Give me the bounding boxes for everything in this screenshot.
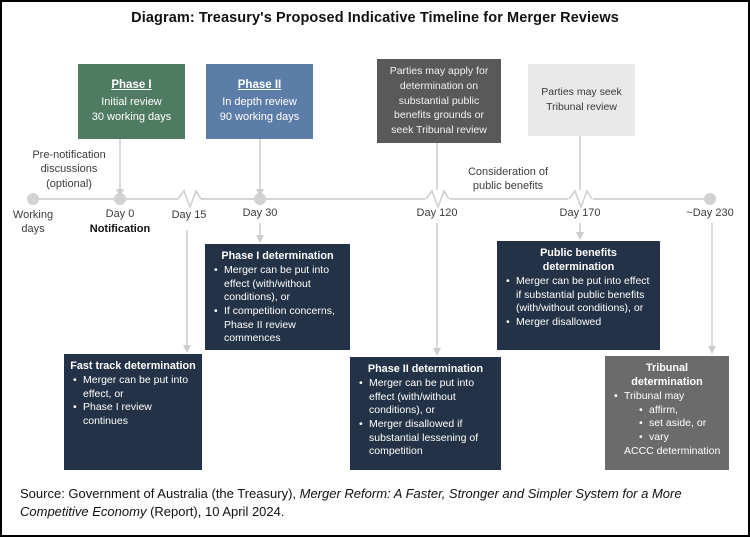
working-days-axis-label: Working days: [12, 209, 54, 236]
tick-day230: ~Day 230: [686, 207, 734, 219]
arrow-down-icon: [256, 189, 264, 197]
timeline-node-day0: [114, 193, 126, 205]
tick-day0: Day 0: [105, 208, 135, 220]
phase2-heading: Phase II: [237, 78, 282, 91]
source-suffix: (Report), 10 April 2024.: [146, 504, 285, 520]
list-item: Merger disallowed if substantial lesseni…: [356, 418, 495, 459]
axis-break-icon: [177, 189, 202, 210]
tribunal-determination-title: Tribunal determination: [631, 362, 703, 389]
phase1-box: Phase I Initial review 30 working days: [78, 64, 185, 139]
list-item: Merger disallowed: [503, 316, 654, 330]
tribunal-determination-box: Tribunal determination Tribunal may affi…: [605, 356, 729, 470]
list-item: Merger can be put into effect, or: [70, 374, 196, 401]
phase2-determination-box: Phase II determination Merger can be put…: [350, 357, 501, 470]
public-benefits-determination-list: Merger can be put into effect if substan…: [503, 275, 654, 330]
arrow-down-icon: [256, 235, 264, 243]
phase2-line1: In depth review: [222, 96, 297, 109]
tick-day120: Day 120: [416, 207, 458, 219]
phase1-line2: 30 working days: [91, 111, 172, 124]
source-citation: Source: Government of Australia (the Tre…: [20, 485, 726, 521]
arrow-down-icon: [433, 348, 441, 356]
fast-track-determination-box: Fast track determination Merger can be p…: [64, 354, 202, 470]
tribunal-determination-footer: ACCC determination: [624, 444, 721, 457]
timeline-node-day30: [254, 193, 266, 205]
list-item: affirm,: [611, 404, 723, 418]
list-item: Tribunal may: [611, 390, 723, 404]
list-item: Phase I review continues: [70, 401, 196, 428]
list-item: Merger can be put into effect (with/with…: [211, 264, 344, 305]
phase1-determination-title: Phase I determination: [221, 250, 334, 262]
tick-day30: Day 30: [242, 207, 278, 219]
public-benefits-determination-title: Public benefits determination: [540, 247, 617, 274]
phase2-box: Phase II In depth review 90 working days: [206, 64, 313, 139]
arrow-down-icon: [183, 345, 191, 353]
tick-day15: Day 15: [171, 209, 207, 221]
arrow-down-icon: [576, 232, 584, 240]
diagram-title: Diagram: Treasury's Proposed Indicative …: [131, 10, 619, 26]
fast-track-determination-list: Merger can be put into effect, or Phase …: [70, 374, 196, 429]
fast-track-determination-title: Fast track determination: [70, 360, 196, 372]
phase1-determination-box: Phase I determination Merger can be put …: [205, 244, 350, 350]
timeline-node-day230: [704, 193, 716, 205]
timeline-node-start: [27, 193, 39, 205]
consideration-label: Consideration of public benefits: [467, 166, 549, 193]
arrow-down-icon: [708, 346, 716, 354]
tribunal-determination-list: Tribunal may affirm, set aside, or vary: [611, 390, 723, 445]
arrow-down-icon: [116, 189, 124, 197]
axis-break-icon: [568, 189, 593, 210]
list-item: If competition concerns, Phase II review…: [211, 305, 344, 346]
list-item: set aside, or: [611, 417, 723, 431]
phase2-determination-list: Merger can be put into effect (with/with…: [356, 377, 495, 459]
source-prefix: Source: Government of Australia (the Tre…: [20, 486, 300, 501]
phase1-line1: Initial review: [101, 96, 162, 109]
list-item: Merger can be put into effect if substan…: [503, 275, 654, 316]
source-report-title: Merger Reform: A Faster, Stronger and Si…: [20, 486, 682, 520]
tick-day0-notification: Notification: [89, 223, 151, 235]
public-benefits-determination-box: Public benefits determination Merger can…: [497, 241, 660, 350]
tick-day170: Day 170: [559, 207, 601, 219]
pre-notification-label: Pre-notification discussions (optional): [32, 149, 106, 190]
seek-tribunal-box: Parties may seek Tribunal review: [528, 64, 635, 136]
phase2-line2: 90 working days: [219, 111, 300, 124]
axis-break-mask: [425, 190, 450, 208]
phase1-determination-list: Merger can be put into effect (with/with…: [211, 264, 344, 346]
list-item: Merger can be put into effect (with/with…: [356, 377, 495, 418]
apply-determination-box: Parties may apply for determination on s…: [377, 59, 501, 143]
axis-break-mask: [568, 190, 593, 208]
phase2-determination-title: Phase II determination: [367, 363, 484, 375]
list-item: vary: [611, 431, 723, 445]
axis-break-icon: [425, 189, 450, 210]
phase1-heading: Phase I: [111, 78, 152, 91]
